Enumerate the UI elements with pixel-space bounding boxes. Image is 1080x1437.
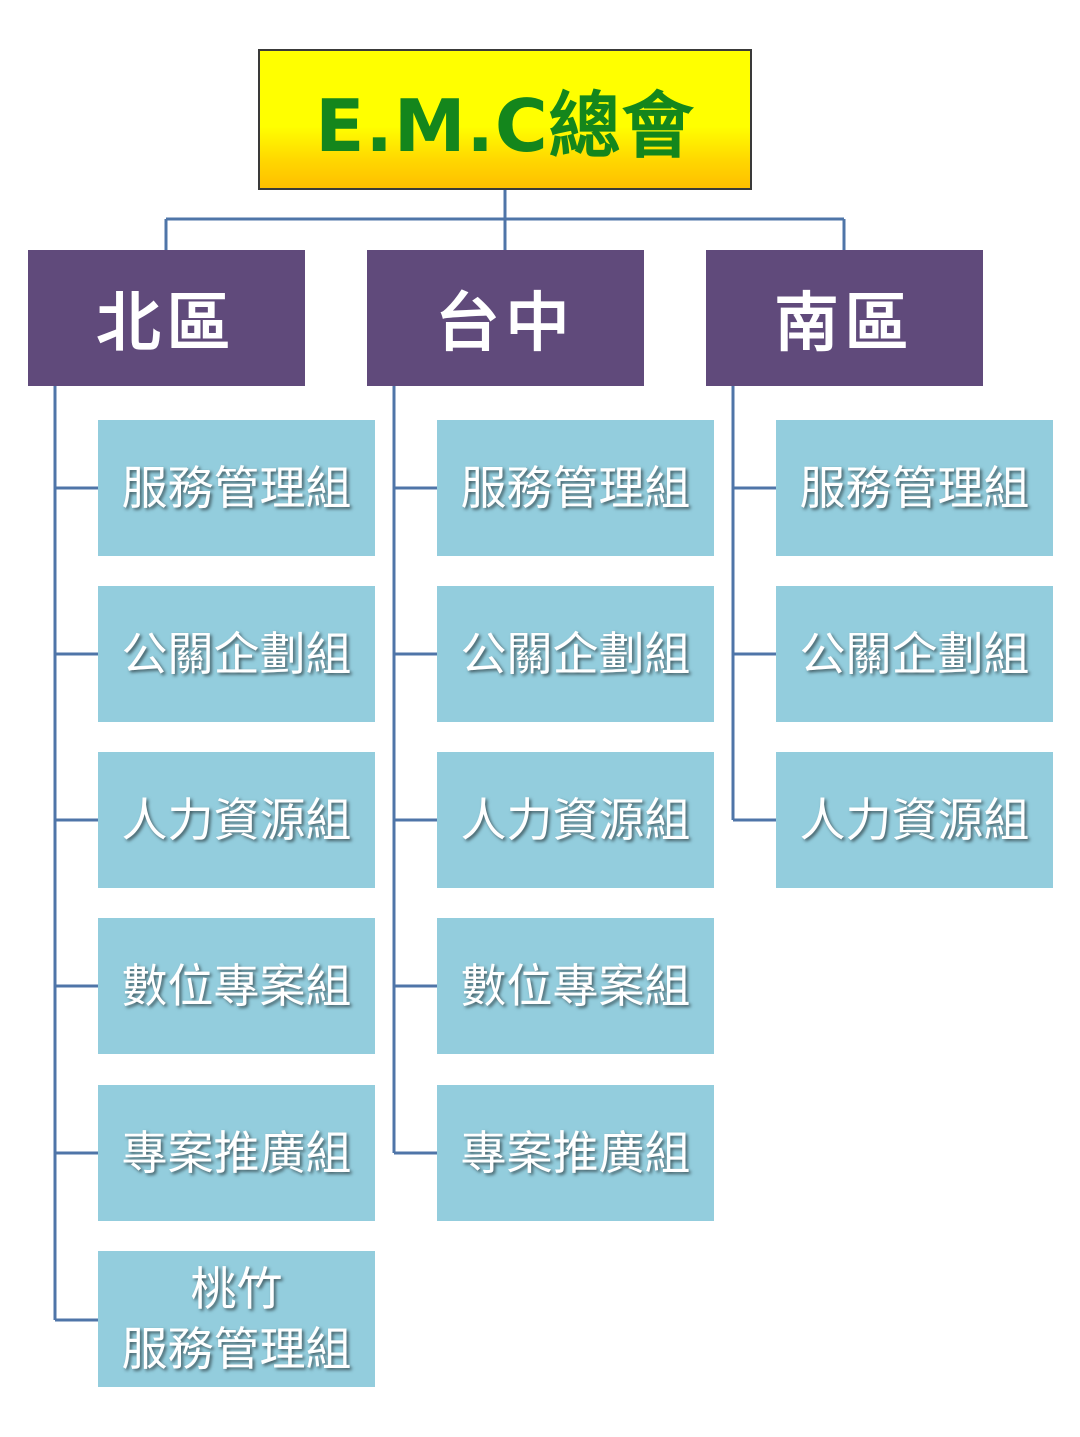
taichung-group-service: 服務管理組 bbox=[437, 420, 714, 556]
group-label: 公關企劃組 bbox=[121, 627, 352, 681]
group-label: 服務管理組 bbox=[121, 461, 352, 515]
taichung-connector bbox=[392, 386, 437, 1155]
north-group-hr: 人力資源組 bbox=[98, 752, 375, 888]
north-group-promotion: 專案推廣組 bbox=[98, 1085, 375, 1221]
region-taichung: 台中 bbox=[367, 250, 644, 386]
region-north: 北區 bbox=[28, 250, 305, 386]
group-label: 服務管理組 bbox=[460, 461, 691, 515]
region-south: 南區 bbox=[706, 250, 983, 386]
group-label: 公關企劃組 bbox=[799, 627, 1030, 681]
group-label: 公關企劃組 bbox=[460, 627, 691, 681]
group-label: 專案推廣組 bbox=[121, 1126, 352, 1180]
group-label: 專案推廣組 bbox=[460, 1126, 691, 1180]
region-label: 台中 bbox=[435, 287, 576, 361]
north-group-digital: 數位專案組 bbox=[98, 918, 375, 1054]
taichung-group-digital: 數位專案組 bbox=[437, 918, 714, 1054]
root-connector bbox=[164, 190, 846, 250]
root-label: E.M.C總會 bbox=[315, 84, 695, 168]
south-group-pr: 公關企劃組 bbox=[776, 586, 1053, 722]
south-connector bbox=[731, 386, 776, 822]
group-label: 人力資源組 bbox=[121, 793, 352, 847]
group-label: 數位專案組 bbox=[121, 959, 352, 1013]
south-group-hr: 人力資源組 bbox=[776, 752, 1053, 888]
south-group-service: 服務管理組 bbox=[776, 420, 1053, 556]
region-label: 北區 bbox=[96, 287, 237, 361]
taichung-group-hr: 人力資源組 bbox=[437, 752, 714, 888]
group-label: 服務管理組 bbox=[799, 461, 1030, 515]
group-label: 人力資源組 bbox=[460, 793, 691, 847]
group-label: 數位專案組 bbox=[460, 959, 691, 1013]
taichung-group-pr: 公關企劃組 bbox=[437, 586, 714, 722]
group-label: 人力資源組 bbox=[799, 793, 1030, 847]
root-node: E.M.C總會 bbox=[258, 49, 752, 190]
taichung-group-promotion: 專案推廣組 bbox=[437, 1085, 714, 1221]
north-group-service: 服務管理組 bbox=[98, 420, 375, 556]
north-group-taozhu-service: 桃竹 服務管理組 bbox=[98, 1251, 375, 1387]
group-label: 桃竹 服務管理組 bbox=[121, 1262, 352, 1376]
region-label: 南區 bbox=[774, 287, 915, 361]
north-group-pr: 公關企劃組 bbox=[98, 586, 375, 722]
north-connector bbox=[53, 386, 98, 1322]
